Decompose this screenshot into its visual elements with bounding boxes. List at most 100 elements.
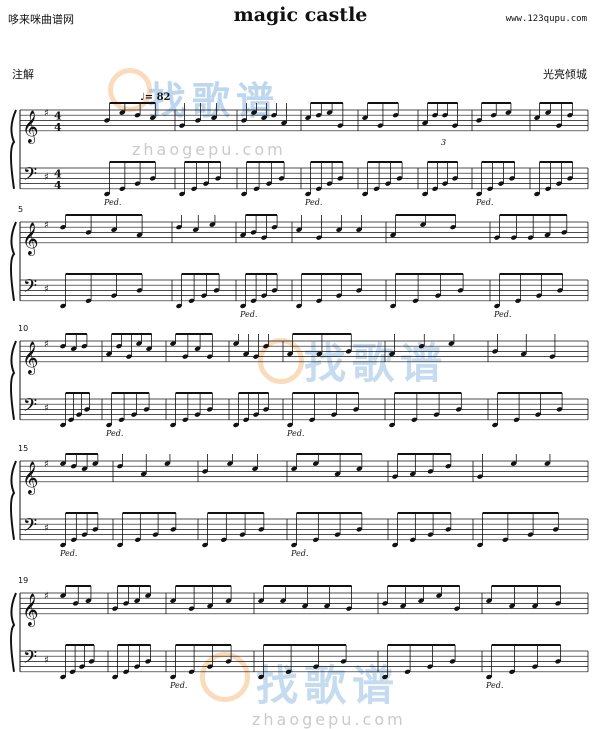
- note-head: [494, 235, 500, 240]
- note-head: [510, 235, 517, 240]
- key-signature-sharp: ♯: [44, 591, 49, 602]
- note-head: [136, 341, 142, 346]
- note-head: [60, 461, 66, 466]
- note-head: [263, 407, 269, 412]
- note-head: [176, 303, 182, 309]
- note-head: [285, 669, 292, 675]
- note-head: [382, 674, 388, 680]
- note-head: [85, 230, 92, 235]
- key-signature-sharp: ♯: [44, 108, 49, 119]
- note-head: [356, 227, 362, 233]
- note-head: [250, 298, 257, 304]
- pedal-marking: Ped.: [485, 681, 503, 690]
- note-head: [145, 659, 151, 664]
- measure-number: 19: [18, 576, 28, 585]
- note-head: [337, 123, 344, 128]
- note-head: [389, 351, 395, 357]
- note-head: [266, 181, 272, 186]
- note-head: [119, 110, 126, 115]
- note-head: [206, 407, 213, 412]
- note-head: [250, 230, 257, 235]
- note-head: [316, 235, 322, 240]
- note-head: [487, 186, 493, 192]
- note-head: [396, 176, 403, 181]
- note-head: [302, 603, 308, 609]
- note-head: [418, 343, 425, 349]
- note-head: [225, 659, 232, 664]
- note-head: [442, 112, 448, 118]
- note-head: [555, 601, 561, 606]
- note-head: [427, 469, 434, 474]
- note-head: [81, 343, 88, 349]
- note-head: [84, 407, 90, 412]
- note-head: [170, 527, 177, 532]
- note-head: [390, 303, 396, 309]
- note-head: [281, 120, 287, 126]
- note-head: [455, 407, 462, 412]
- note-head: [81, 466, 88, 472]
- measure-number: 10: [18, 324, 28, 333]
- note-head: [557, 288, 563, 293]
- note-head: [346, 606, 352, 611]
- note-head: [201, 293, 207, 298]
- note-head: [362, 115, 368, 121]
- note-head: [188, 606, 195, 611]
- note-head: [509, 176, 515, 181]
- note-head: [532, 664, 538, 669]
- note-head: [433, 412, 440, 417]
- key-signature-sharp: ♯: [44, 523, 49, 534]
- note-head: [331, 412, 337, 417]
- pedal-marking: Ped.: [103, 198, 121, 207]
- note-head: [418, 598, 424, 604]
- note-head: [215, 176, 221, 181]
- note-head: [449, 659, 456, 664]
- note-head: [305, 191, 311, 197]
- note-head: [209, 222, 216, 227]
- note-head: [111, 227, 117, 233]
- note-head: [146, 346, 152, 352]
- note-head: [454, 606, 460, 611]
- note-head: [492, 422, 498, 428]
- note-head: [253, 412, 259, 417]
- note-head: [356, 466, 363, 472]
- key-signature-sharp: ♯: [44, 339, 49, 350]
- treble-clef: 𝄞: [22, 110, 39, 144]
- note-head: [535, 412, 541, 417]
- note-head: [194, 412, 201, 417]
- note-head: [202, 542, 208, 548]
- time-signature-denominator: 4: [54, 121, 62, 134]
- composer-credit: 光亮倾城: [543, 68, 587, 81]
- note-head: [312, 461, 319, 466]
- note-head: [392, 542, 398, 548]
- note-head: [477, 474, 483, 479]
- note-head: [227, 461, 233, 466]
- note-head: [486, 674, 492, 680]
- note-head: [509, 669, 515, 675]
- note-head: [278, 176, 285, 181]
- note-head: [261, 293, 267, 298]
- note-head: [134, 112, 141, 118]
- note-head: [170, 341, 176, 346]
- note-head: [134, 664, 140, 669]
- note-head: [544, 461, 551, 466]
- note-head: [309, 417, 315, 423]
- pedal-marking: Ped.: [286, 429, 304, 438]
- pedal-marking: Ped.: [304, 198, 322, 207]
- note-head: [79, 664, 85, 669]
- note-head: [457, 288, 464, 293]
- grand-staff-brace: [10, 592, 17, 672]
- grand-staff-brace: [10, 460, 17, 540]
- note-head: [412, 298, 419, 304]
- note-head: [140, 471, 147, 477]
- note-head: [170, 674, 176, 680]
- note-head: [527, 532, 534, 537]
- site-name-left: 哆来咪曲谱网: [8, 13, 74, 26]
- note-head: [117, 463, 123, 469]
- note-head: [534, 191, 540, 197]
- note-head: [271, 112, 277, 118]
- note-head: [527, 235, 534, 240]
- note-head: [203, 181, 209, 186]
- key-signature-sharp: ♯: [44, 172, 49, 183]
- note-head: [305, 115, 311, 121]
